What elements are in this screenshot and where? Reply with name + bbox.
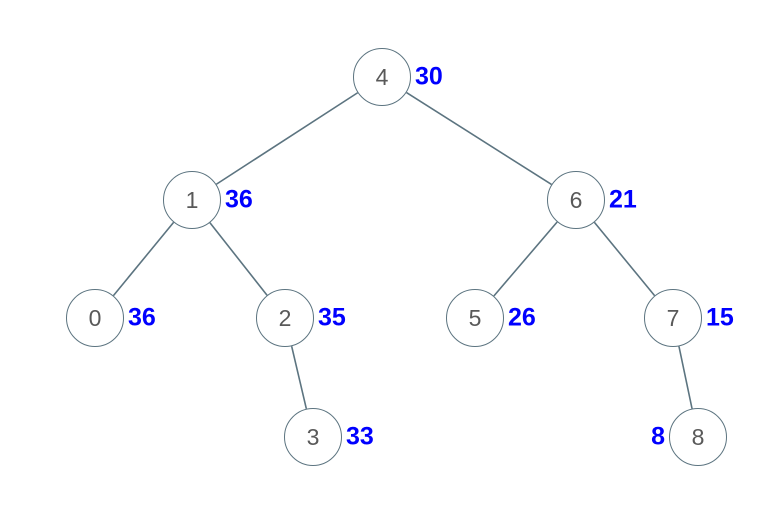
tree-node-7[interactable]: 7 15 <box>644 289 734 347</box>
tree-edge <box>112 221 175 297</box>
tree-node-weight: 26 <box>508 303 536 332</box>
tree-node-weight: 21 <box>609 185 637 214</box>
tree-edge <box>593 221 656 297</box>
tree-node-1[interactable]: 1 36 <box>163 171 253 229</box>
tree-node-weight: 36 <box>128 303 156 332</box>
tree-node-id: 6 <box>569 186 583 213</box>
tree-node-2[interactable]: 2 35 <box>256 289 346 347</box>
tree-node-0[interactable]: 0 36 <box>66 289 156 347</box>
tree-node-id: 3 <box>306 423 320 450</box>
tree-edge <box>678 346 693 409</box>
tree-node-id: 4 <box>375 63 389 90</box>
tree-edge <box>406 91 552 186</box>
tree-node-weight: 30 <box>415 62 443 91</box>
tree-node-id: 5 <box>468 304 482 331</box>
tree-node-weight: 8 <box>651 422 665 451</box>
tree-node-weight: 15 <box>706 303 734 332</box>
tree-edge <box>493 221 558 297</box>
tree-node-id: 2 <box>278 304 292 331</box>
tree-node-id: 0 <box>88 304 102 331</box>
tree-node-6[interactable]: 6 21 <box>547 171 637 229</box>
tree-node-id: 8 <box>691 423 705 450</box>
tree-edge <box>209 222 268 296</box>
tree-edge <box>290 346 308 409</box>
tree-node-5[interactable]: 5 26 <box>446 289 536 347</box>
tree-node-weight: 36 <box>225 185 253 214</box>
tree-edge <box>215 92 359 185</box>
tree-node-weight: 33 <box>346 422 374 451</box>
tree-node-weight: 35 <box>318 303 346 332</box>
tree-node-4[interactable]: 4 30 <box>353 48 443 106</box>
tree-node-id: 1 <box>185 186 199 213</box>
tree-node-id: 7 <box>666 304 680 331</box>
